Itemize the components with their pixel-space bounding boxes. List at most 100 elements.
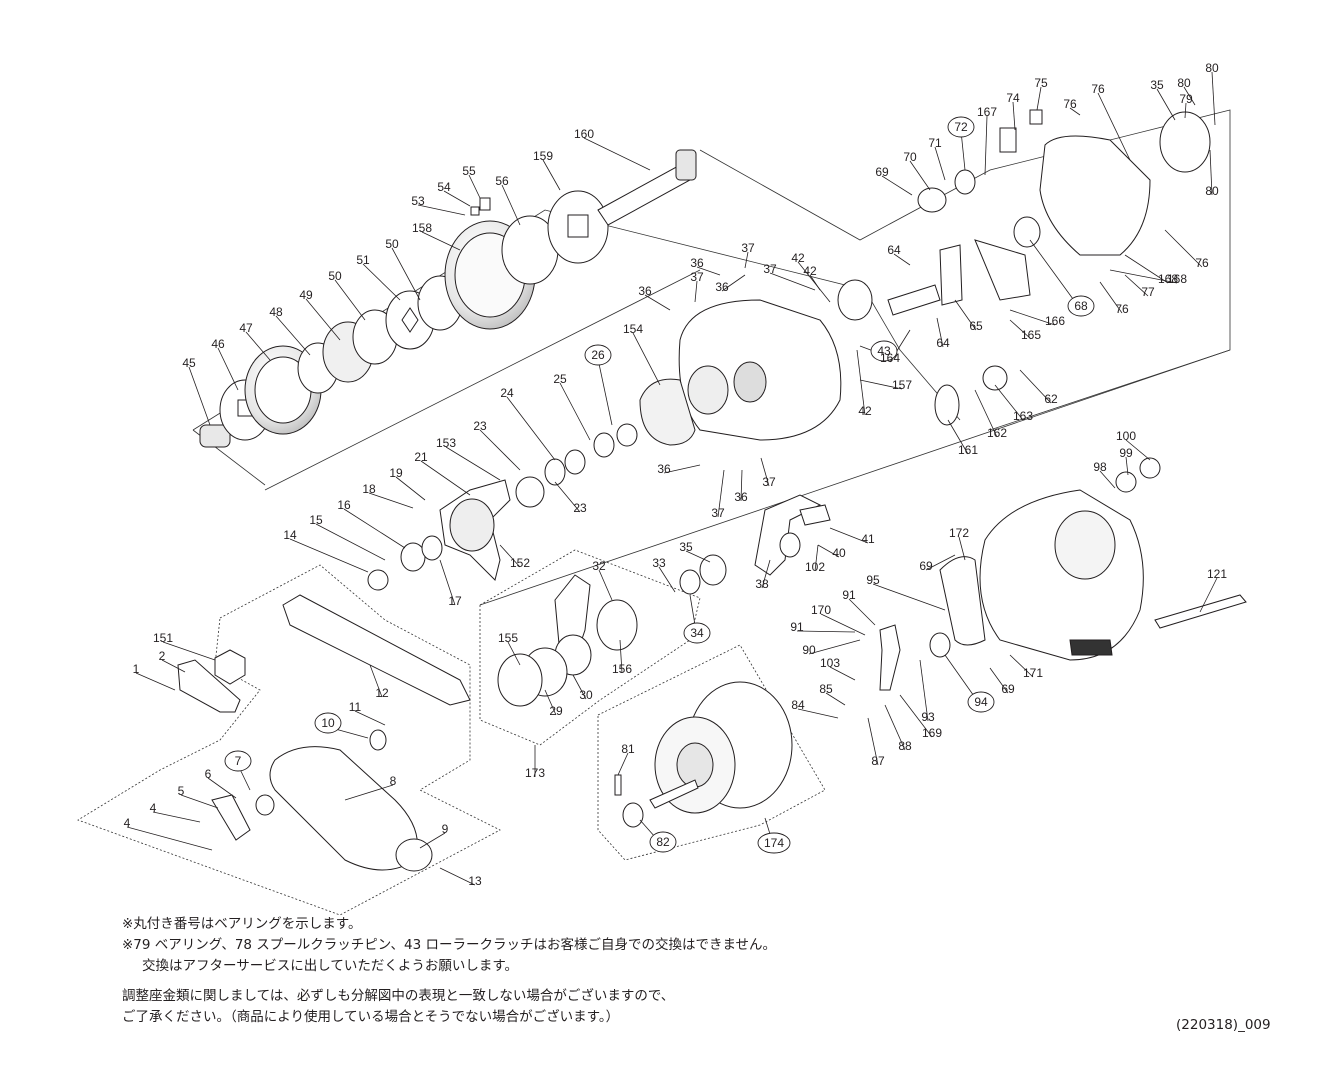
part-label-80: 80 — [1177, 76, 1191, 90]
part-label-42: 42 — [791, 251, 805, 265]
part-label-26: 26 — [591, 348, 605, 362]
note-shim-disclaimer: 調整座金類に関しましては、必ずしも分解図中の表現と一致しない場合がございますので… — [122, 988, 675, 1004]
leader-line-45 — [188, 366, 211, 426]
leader-line-48 — [275, 315, 311, 356]
part-label-165: 165 — [1021, 328, 1041, 342]
part-label-98: 98 — [1093, 460, 1107, 474]
part-35-ring — [699, 554, 727, 586]
part-label-64: 64 — [887, 243, 901, 257]
leader-line-8 — [344, 784, 394, 801]
leader-line-159 — [542, 159, 561, 191]
leader-line-19 — [395, 476, 426, 501]
part-label-47: 47 — [239, 321, 253, 335]
leader-line-36 — [663, 464, 701, 474]
leader-line-84 — [797, 708, 839, 719]
leader-line-166 — [1009, 309, 1056, 326]
part-label-163: 163 — [1013, 409, 1033, 423]
part-label-36: 36 — [657, 462, 671, 476]
leader-line-29 — [544, 689, 557, 716]
note-after-service: 交換はアフターサービスに出していただくようお願いします。 — [142, 958, 518, 974]
part-number-labels: 1244567891011121314151617181921232324252… — [124, 61, 1228, 888]
part-label-173: 173 — [525, 766, 545, 780]
part-label-18: 18 — [362, 482, 376, 496]
part-label-85: 85 — [819, 682, 833, 696]
part-label-171: 171 — [1023, 666, 1043, 680]
part-label-121: 121 — [1207, 567, 1227, 581]
part-8-knob — [269, 746, 418, 871]
part-75-pin — [1029, 109, 1043, 125]
leader-line-76 — [1099, 281, 1123, 314]
leader-line-42 — [856, 349, 866, 416]
leader-line-9 — [419, 832, 446, 849]
leader-line-1 — [135, 672, 176, 691]
leader-line-4 — [126, 826, 213, 851]
part-label-32: 32 — [592, 559, 606, 573]
part-label-156: 156 — [612, 662, 632, 676]
leader-line-24 — [506, 396, 556, 461]
part-25-washer — [593, 432, 615, 458]
leader-line-21 — [420, 460, 471, 496]
leader-line-161 — [947, 419, 969, 455]
frame-reel-foot — [1069, 639, 1113, 656]
leader-line-162 — [974, 389, 998, 438]
part-99-washer — [1115, 471, 1137, 493]
part-94-bearing — [929, 632, 951, 658]
part-24-washer — [564, 449, 586, 475]
part-label-167: 167 — [977, 105, 997, 119]
part-label-102: 102 — [805, 560, 825, 574]
leader-line-51 — [362, 263, 401, 301]
bearing-circle-82 — [649, 831, 677, 853]
part-label-37: 37 — [762, 475, 776, 489]
part-55-clip — [479, 197, 491, 211]
part-label-19: 19 — [389, 466, 403, 480]
part-label-42: 42 — [858, 404, 872, 418]
leader-line-80 — [1209, 149, 1213, 196]
leader-line-64 — [936, 317, 944, 348]
part-label-88: 88 — [898, 739, 912, 753]
part-label-154: 154 — [623, 322, 643, 336]
leader-line-99 — [1125, 456, 1129, 476]
part-12-handle-arm — [282, 594, 471, 706]
leader-line-155 — [507, 641, 521, 666]
part-label-76: 76 — [1115, 302, 1129, 316]
part-label-9: 9 — [442, 822, 449, 836]
leader-line-35 — [685, 550, 711, 563]
part-166-lever — [974, 239, 1031, 301]
leader-line-36 — [644, 294, 671, 311]
leader-line-36 — [696, 266, 721, 276]
leader-line-85 — [825, 692, 846, 706]
part-label-48: 48 — [269, 305, 283, 319]
diagram-code: (220318)_009 — [1176, 1017, 1271, 1033]
spool-group-174-outline — [597, 644, 826, 861]
part-16-washer — [400, 542, 426, 572]
bearing-circle-26 — [584, 344, 612, 366]
part-label-69: 69 — [1001, 682, 1015, 696]
leader-line-152 — [499, 544, 521, 568]
part-34-bearing — [679, 569, 701, 595]
leader-line-163 — [994, 384, 1024, 421]
part-91-pawl — [879, 624, 901, 691]
leader-line-158 — [421, 231, 461, 251]
part-23-washer — [544, 458, 566, 486]
leader-line-50 — [334, 279, 366, 321]
part-label-53: 53 — [411, 194, 425, 208]
leader-line-37 — [760, 457, 770, 487]
part-45-shaft — [199, 424, 231, 448]
note-replacement-warning: ※79 ベアリング、78 スプールクラッチピン、43 ローラークラッチはお客様ご… — [122, 937, 777, 953]
part-label-77: 77 — [1141, 285, 1155, 299]
part-label-36: 36 — [690, 256, 704, 270]
part-label-37: 37 — [763, 262, 777, 276]
part-72-bearing — [954, 169, 976, 195]
leader-line-64 — [893, 253, 911, 266]
part-label-46: 46 — [211, 337, 225, 351]
leader-line-26 — [597, 358, 613, 426]
part-label-91: 91 — [842, 588, 856, 602]
part-17-spring — [421, 535, 443, 561]
part-41-plate — [799, 504, 831, 526]
part-155-ring — [497, 653, 543, 707]
leader-line-36 — [721, 274, 746, 292]
part-label-35: 35 — [679, 540, 693, 554]
part-label-69: 69 — [919, 559, 933, 573]
leader-line-80 — [1211, 71, 1216, 126]
